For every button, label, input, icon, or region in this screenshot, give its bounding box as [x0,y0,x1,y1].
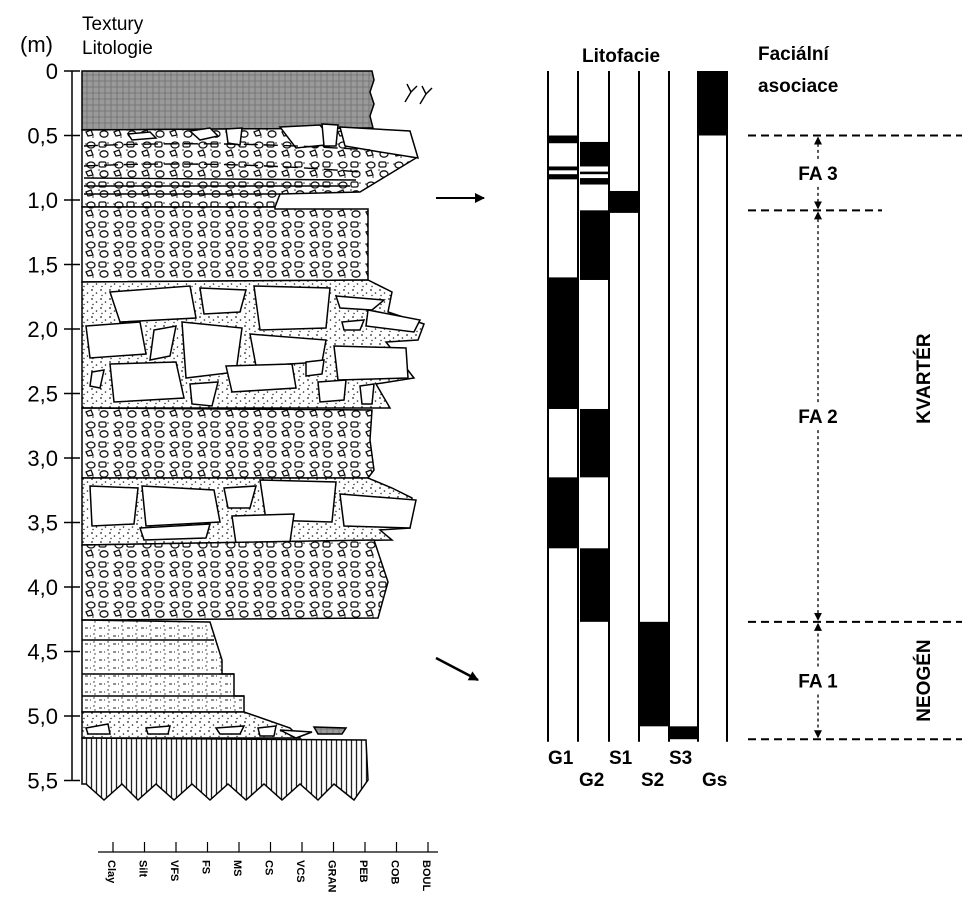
root-symbol [404,83,433,105]
facies-label: FA 1 [798,672,838,693]
pebble-gravel-layer-2 [81,407,375,479]
grain-scale-label: Silt [137,860,149,877]
depth-tick-label: 5,5 [27,769,58,794]
basal-lag-clasts [85,723,348,739]
grain-size-scale: Clay Silt VFS FS MS CS VCS GRAN PEB COB BOUL [98,842,438,892]
grain-scale-label: GRAN [326,860,338,892]
depth-tick-label: 3,0 [27,446,58,471]
litofacie-interval-g1 [548,277,578,409]
grain-scale-label: VCS [294,860,306,883]
lithology-column [81,70,433,802]
arrow-lower [435,656,479,682]
silt-layer [81,619,245,713]
litofacie-interval-g2 [580,408,610,478]
grain-scale-label: Clay [105,860,117,884]
litofacie-interval-g1 [548,174,578,180]
column-title-textury: Textury [82,14,144,35]
grain-scale-label: BOUL [420,860,432,891]
facies-label: FA 3 [798,164,837,185]
boulder-clasts-1 [85,285,422,407]
litofacie-label-s2: S2 [641,770,664,791]
litofacie-interval-g1 [548,135,578,144]
depth-tick-label: 4,5 [27,640,58,665]
litofacie-label-gs: Gs [702,770,727,791]
depth-tick-label: 0 [46,59,58,84]
unit-label: (m) [20,32,53,57]
litofacie-interval-g1 [548,166,578,171]
grain-scale-label: MS [231,860,243,877]
litofacie-label-s3: S3 [669,748,692,769]
period-label: NEOGÉN [913,639,935,721]
period-labels: KVARTÉR NEOGÉN [913,333,935,722]
silt-bedding [82,639,244,697]
grain-scale-label: VFS [168,860,180,881]
mixed-gravel-bedding [83,143,371,195]
grain-scale-label: COB [389,860,401,885]
litofacie-label-s1: S1 [609,748,633,769]
depth-tick-label: 2,5 [27,382,58,407]
depth-tick-label: 1,0 [27,188,58,213]
depth-tick-label: 0,5 [27,124,58,149]
grain-scale-label: FS [200,860,212,874]
grain-scale-label: CS [263,860,275,875]
mixed-gravel-clasts [126,123,420,159]
depth-tick-label: 1,5 [27,253,58,278]
facies-associations: FA 3 FA 2 FA 1 [748,134,962,741]
facies-title-2: asociace [758,76,838,97]
depth-axis: 0 0,5 1,0 1,5 2,0 2,5 3,0 3,5 4,0 4,5 5,0 5,5 [27,59,80,794]
litofacie-interval-s2 [640,621,670,727]
litofacie-label-g2: G2 [579,770,604,791]
litofacie-interval-g1 [548,477,578,549]
pebble-gravel-layer-3 [81,539,389,621]
facies-title-1: Faciální [758,44,829,65]
litofacie-interval-g2 [580,178,610,185]
litofacie-interval-g2 [580,171,610,175]
pebble-gravel-layer-1 [81,206,369,283]
facies-label: FA 2 [798,407,837,428]
depth-tick-label: 5,0 [27,704,58,729]
litofacie-interval-g2 [580,548,610,622]
litofacie-interval-s1 [610,190,640,213]
litofacie-interval-g2 [580,210,610,280]
period-label: KVARTÉR [913,333,935,424]
litofacie-label-g1: G1 [548,748,574,769]
neogene-basement-layer [81,737,369,802]
litofacie-interval-gs [699,71,727,136]
litofacie-title: Litofacie [582,46,660,67]
depth-tick-label: 3,5 [27,511,58,536]
litofacie-interval-g2 [580,141,610,167]
column-title-litologie: Litologie [82,38,153,59]
clay-layer [81,70,375,131]
litofacie-interval-s3 [670,726,699,740]
grain-scale-label: PEB [357,860,369,883]
boulder-clasts-2 [89,479,417,545]
depth-tick-label: 4,0 [27,575,58,600]
depth-tick-label: 2,0 [27,317,58,342]
